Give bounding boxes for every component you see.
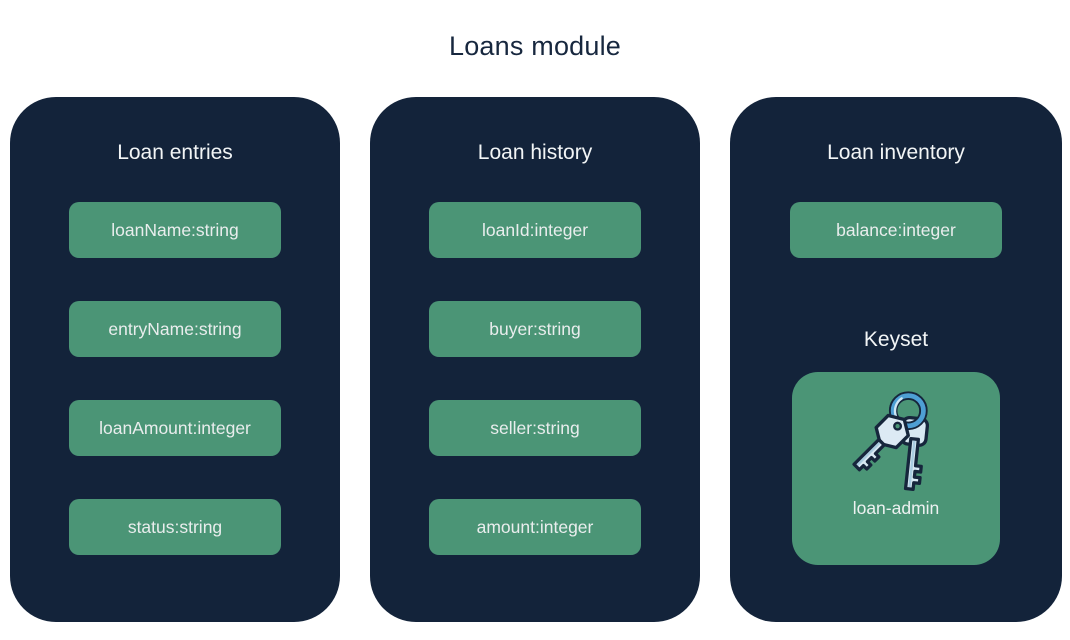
diagram-title: Loans module (448, 31, 622, 61)
panel-title-loan-inventory: Loan inventory (827, 141, 965, 164)
field-loan-id: loanId:integer (429, 202, 641, 258)
panel-loan-history: Loan history loanId:integer buyer:string… (370, 97, 700, 622)
keys-icon (852, 391, 930, 491)
field-loan-amount: loanAmount:integer (69, 400, 281, 456)
field-balance: balance:integer (790, 202, 1002, 258)
keyset-heading: Keyset (863, 328, 929, 351)
field-status: status:string (69, 499, 281, 555)
panel-loan-entries: Loan entries loanName:string entryName:s… (10, 97, 340, 622)
panel-loan-inventory: Loan inventory balance:integer Keyset lo… (730, 97, 1062, 622)
keyset-name: loan-admin (852, 498, 940, 518)
field-loan-name: loanName:string (69, 202, 281, 258)
keyset-box: loan-admin (792, 372, 1000, 565)
field-buyer: buyer:string (429, 301, 641, 357)
panel-title-loan-entries: Loan entries (117, 141, 233, 164)
field-amount: amount:integer (429, 499, 641, 555)
field-entry-name: entryName:string (69, 301, 281, 357)
field-seller: seller:string (429, 400, 641, 456)
panel-title-loan-history: Loan history (477, 141, 593, 164)
